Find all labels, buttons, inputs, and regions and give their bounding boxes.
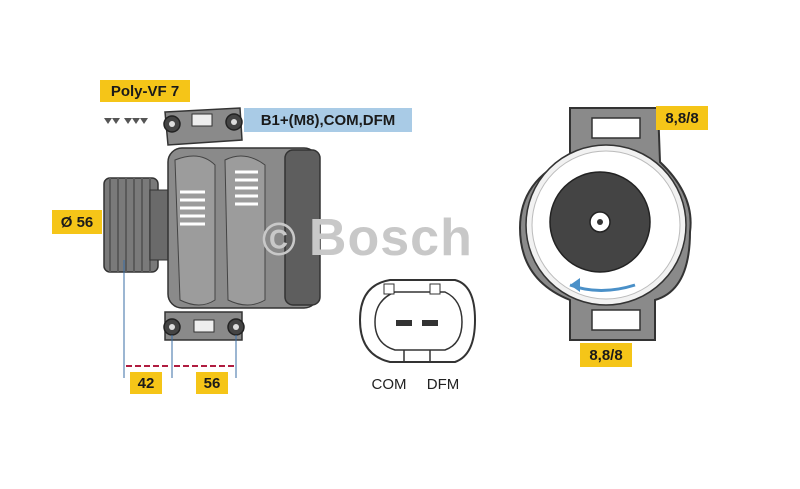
dimension-lines xyxy=(123,260,237,378)
pin-dfm-label: DFM xyxy=(426,375,460,393)
rear-view xyxy=(518,107,692,341)
connections-label: B1+(M8),COM,DFM xyxy=(244,108,412,132)
dimension-left-label: 42 xyxy=(130,372,162,394)
dimension-right-label: 56 xyxy=(196,372,228,394)
diameter-label: Ø 56 xyxy=(52,210,102,234)
watermark: ©Bosch xyxy=(262,208,473,268)
brand-name: Bosch xyxy=(308,209,473,267)
mount-top-label: 8,8/8 xyxy=(656,106,708,130)
alternator-body xyxy=(163,107,321,341)
pulley-label: Poly-VF 7 xyxy=(100,80,190,102)
connector-plug xyxy=(358,279,477,363)
mount-bottom-label: 8,8/8 xyxy=(580,343,632,367)
copyright-icon: © xyxy=(262,213,297,265)
pin-com-label: COM xyxy=(371,375,407,393)
pulley-icon xyxy=(103,177,169,273)
pulley-groove-icon xyxy=(104,118,148,124)
